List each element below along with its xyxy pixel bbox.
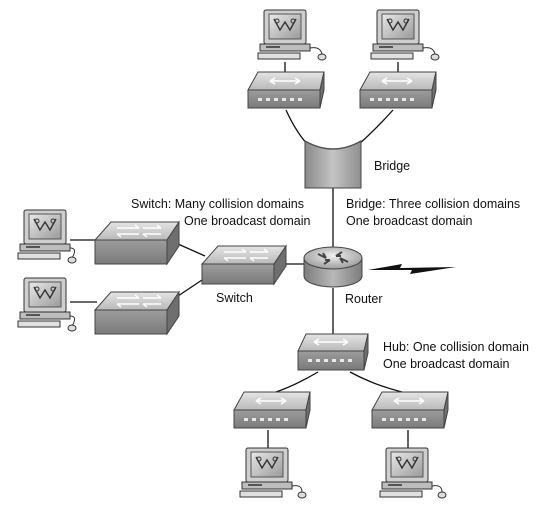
hub-top-left bbox=[247, 71, 325, 109]
switch-central bbox=[200, 244, 287, 286]
switch-left-bottom bbox=[93, 290, 180, 336]
link-hub-bottom-right bbox=[349, 371, 403, 393]
switch-label: Switch bbox=[216, 291, 253, 305]
pc-bottom-right bbox=[379, 447, 447, 499]
router-device bbox=[303, 246, 363, 288]
pc-left-bottom bbox=[17, 277, 77, 332]
wan-link-bolt bbox=[368, 264, 456, 274]
switch-left-top bbox=[93, 220, 180, 266]
link-hub-bridge-left bbox=[285, 109, 309, 146]
link-hub-bridge-right bbox=[357, 109, 394, 146]
pc-top-right bbox=[370, 9, 440, 61]
hub-caption-title: Hub: One collision domain bbox=[383, 340, 529, 354]
router-label: Router bbox=[345, 292, 383, 306]
connection-lines bbox=[70, 62, 409, 448]
switch-caption-title: Switch: Many collision domains bbox=[131, 197, 304, 211]
hub-caption-sub: One broadcast domain bbox=[383, 357, 510, 371]
switch-caption-sub: One broadcast domain bbox=[184, 214, 311, 228]
bridge-caption-title: Bridge: Three collision domains bbox=[346, 197, 520, 211]
bridge-device bbox=[304, 140, 362, 189]
pc-bottom-left bbox=[239, 447, 307, 499]
hub-top-right bbox=[359, 71, 437, 109]
pc-left-top bbox=[17, 209, 77, 264]
hub-bottom-left bbox=[233, 391, 311, 429]
bridge-caption-sub: One broadcast domain bbox=[346, 214, 473, 228]
hub-central bbox=[297, 333, 369, 371]
link-switch-leftsw-bottom bbox=[177, 277, 206, 297]
bridge-label: Bridge bbox=[374, 159, 410, 173]
link-hub-bottom-left bbox=[275, 371, 319, 393]
pc-top-left bbox=[257, 9, 327, 61]
link-switch-leftsw-top bbox=[177, 243, 206, 257]
hub-bottom-right bbox=[371, 391, 449, 429]
